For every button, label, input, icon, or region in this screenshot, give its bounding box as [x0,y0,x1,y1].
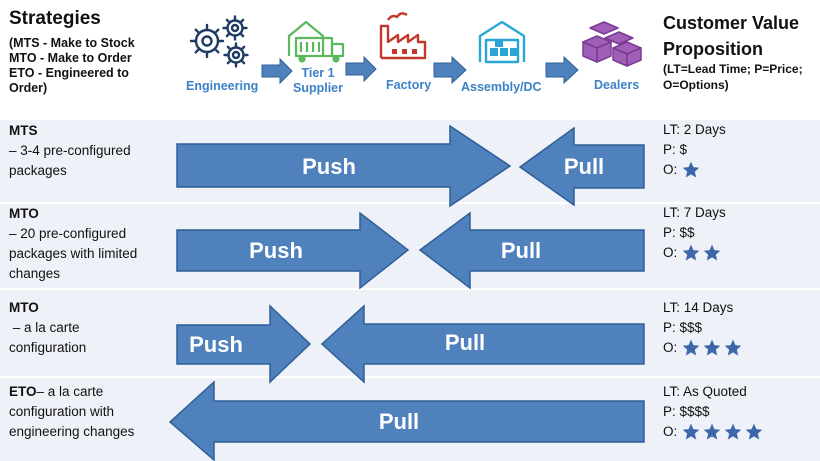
strategy-desc: engineering changes [9,424,135,439]
options-rating [681,160,702,180]
flow-arrow-icon [545,55,579,85]
cvp-title-line: Proposition [663,39,763,59]
pull-arrow [320,304,645,384]
lead-time: LT: 7 Days [663,205,726,220]
strategies-legend-line: Order) [9,81,48,95]
lead-time: LT: 14 Days [663,300,734,315]
options-row: O: [663,160,726,180]
options-label: O: [663,424,678,439]
options-rating [681,422,765,442]
strategy-desc: configuration [9,340,87,355]
strategy-desc: – a la carte [36,384,104,399]
push-arrow [176,124,512,208]
strategy-desc: packages with limited [9,246,138,261]
pull-label: Pull [445,330,485,355]
strategies-legend: (MTS - Make to Stock MTO - Make to Order… [9,36,135,96]
star-icon [703,423,721,440]
pull-label: Pull [564,154,604,179]
price: P: $ [663,142,688,157]
value-prop-mto-alacarte: LT: 14 Days P: $$$ O: [663,298,744,358]
push-label: Push [189,332,243,357]
star-icon [682,423,700,440]
star-icon [703,339,721,356]
pull-arrow [168,380,645,461]
strategy-desc: – 3-4 pre-configured [9,143,131,158]
strategy-desc: changes [9,266,61,281]
push-label: Push [302,154,356,179]
stage-label: Engineering [186,79,259,93]
star-icon [724,423,742,440]
row-strategy-mto-20: MTO – 20 pre-configured packages with li… [9,204,137,284]
strategy-name: MTO [9,206,39,221]
cvp-legend-line: (LT=Lead Time; P=Price; [663,62,803,76]
strategy-name: ETO [9,384,37,399]
value-prop-mto-20: LT: 7 Days P: $$ O: [663,203,726,263]
strategies-legend-line: MTO - Make to Order [9,51,132,65]
flow-arrow-icon [433,55,467,85]
cvp-title: Customer Value Proposition [663,10,799,62]
stage-label: Tier 1 Supplier [292,66,343,95]
options-label: O: [663,340,678,355]
cvp-legend-line: O=Options) [663,78,729,92]
pull-label: Pull [501,238,541,263]
star-icon [682,244,700,261]
pull-arrow [418,211,645,290]
strategies-title: Strategies [9,8,101,29]
row-strategy-eto: ETO– a la carte configuration with engin… [9,382,134,442]
row-strategy-mto-alacarte: MTO – a la carte configuration [9,298,86,358]
truck-icon [287,20,345,63]
stage-label: Assembly/DC [461,80,542,94]
cvp-title-line: Customer Value [663,13,800,33]
options-rating [681,243,723,263]
price: P: $$$ [663,320,703,335]
factory-icon [379,12,427,60]
price: P: $$$$ [663,404,710,419]
strategy-desc: – a la carte [9,320,80,335]
star-icon [745,423,763,440]
row-band [0,204,820,288]
flow-arrow-icon [261,57,293,85]
lead-time: LT: As Quoted [663,384,747,399]
strategy-desc: packages [9,163,67,178]
value-prop-eto: LT: As Quoted P: $$$$ O: [663,382,765,442]
options-rating [681,338,744,358]
options-label: O: [663,245,678,260]
options-row: O: [663,422,765,442]
stage-label: Factory [386,78,432,92]
strategy-desc: configuration with [9,404,115,419]
strategies-legend-line: (MTS - Make to Stock [9,36,135,50]
strategies-legend-line: ETO - Engineered to [9,66,129,80]
stage-label: Dealers [594,78,640,92]
price: P: $$ [663,225,695,240]
push-label: Push [249,238,303,263]
star-icon [703,244,721,261]
lead-time: LT: 2 Days [663,122,726,137]
star-icon [682,161,700,178]
options-label: O: [663,162,678,177]
push-arrow [176,304,312,384]
cvp-legend: (LT=Lead Time; P=Price; O=Options) [663,61,803,93]
warehouse-icon [478,20,526,64]
connector-arrows [261,55,579,85]
star-icon [724,339,742,356]
strategy-name: MTO [9,300,39,315]
value-prop-mts: LT: 2 Days P: $ O: [663,120,726,180]
strategy-desc: – 20 pre-configured [9,226,127,241]
boxes-icon [582,21,642,67]
pull-arrow [518,126,645,207]
options-row: O: [663,243,726,263]
strategy-name: MTS [9,123,38,138]
pull-label: Pull [379,409,419,434]
push-arrow [176,211,410,290]
row-strategy-mts: MTS – 3-4 pre-configured packages [9,121,131,181]
options-row: O: [663,338,744,358]
flow-arrow-icon [345,55,377,83]
gears-icon [189,15,249,68]
star-icon [682,339,700,356]
